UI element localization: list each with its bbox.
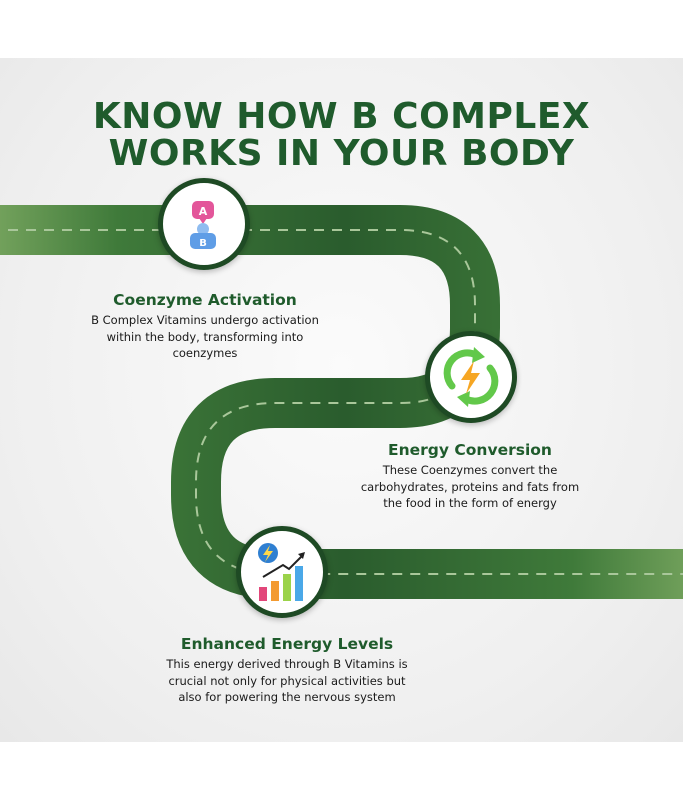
rising-bars-icon	[258, 543, 305, 601]
winding-road	[0, 205, 683, 599]
step-3-description: This energy derived through B Vitamins i…	[132, 656, 442, 706]
road-surface	[0, 205, 683, 599]
step-2-line-1: These Coenzymes convert the	[382, 463, 558, 477]
title-line-2: WORKS IN YOUR BODY	[108, 133, 575, 174]
title-line-1: KNOW HOW B COMPLEX	[92, 96, 591, 137]
road-center-line	[0, 229, 683, 575]
page-title: KNOW HOW B COMPLEX WORKS IN YOUR BODY	[0, 98, 683, 172]
person-a-b-icon: A B	[190, 201, 216, 249]
step-node-2	[425, 331, 517, 423]
step-1: Coenzyme Activation B Complex Vitamins u…	[60, 290, 350, 362]
step-3-line-1: This energy derived through B Vitamins i…	[166, 657, 408, 671]
infographic-panel: KNOW HOW B COMPLEX WORKS IN YOUR BODY A …	[0, 58, 683, 742]
step-2-line-2: carbohydrates, proteins and fats from	[360, 479, 580, 494]
step-1-line-3: coenzymes	[172, 346, 238, 360]
step-2-heading: Energy Conversion	[388, 441, 552, 459]
step-1-heading: Coenzyme Activation	[113, 291, 297, 309]
icon-letter-b: B	[199, 238, 207, 249]
step-node-1: A B	[158, 178, 250, 270]
icon-letter-a: A	[199, 205, 208, 218]
step-1-line-1: B Complex Vitamins undergo activation	[91, 313, 319, 327]
step-2-description: These Coenzymes convert the carbohydrate…	[325, 462, 615, 512]
step-2: Energy Conversion These Coenzymes conver…	[325, 440, 615, 512]
energy-cycle-icon	[443, 347, 499, 407]
step-node-3	[236, 526, 328, 618]
step-1-description: B Complex Vitamins undergo activation wi…	[60, 312, 350, 362]
step-1-line-2: within the body, transforming into	[106, 329, 304, 344]
step-3: Enhanced Energy Levels This energy deriv…	[132, 634, 442, 706]
step-3-heading: Enhanced Energy Levels	[180, 635, 394, 653]
step-3-line-2: crucial not only for physical activities…	[168, 673, 406, 688]
step-2-line-3: the food in the form of energy	[383, 496, 557, 510]
step-3-line-3: also for powering the nervous system	[178, 690, 396, 704]
